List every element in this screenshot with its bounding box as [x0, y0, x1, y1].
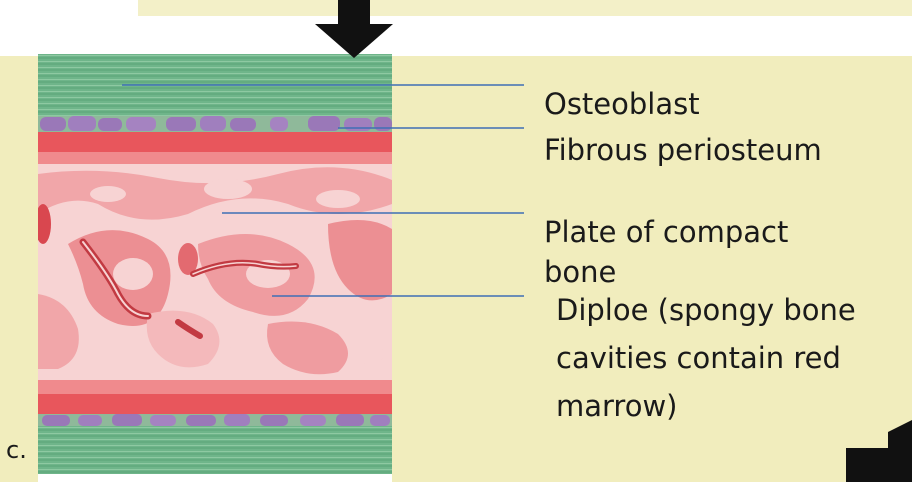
figure-letter: c. — [6, 436, 27, 464]
diploe-label-line1: Diploe (spongy bone — [556, 292, 856, 329]
top-periosteum-layer — [38, 54, 392, 126]
bone-cross-section-figure — [38, 54, 392, 482]
bottom-osteoblast-row — [38, 414, 392, 428]
bottom-periosteum-layer — [38, 426, 392, 474]
compact-bone-label-line2: bone — [544, 254, 616, 291]
osteoblast-label: Osteoblast — [544, 86, 700, 123]
fibrous-periosteum-label: Fibrous periosteum — [544, 132, 822, 169]
diploe-label-line3: marrow) — [556, 388, 678, 425]
top-osteoblast-row — [38, 116, 392, 134]
compact-bone-label-line1: Plate of compact — [544, 214, 788, 251]
diploe-label-line2: cavities contain red — [556, 340, 841, 377]
top-band — [138, 0, 912, 16]
bone-cross-section-illustration — [38, 54, 392, 482]
